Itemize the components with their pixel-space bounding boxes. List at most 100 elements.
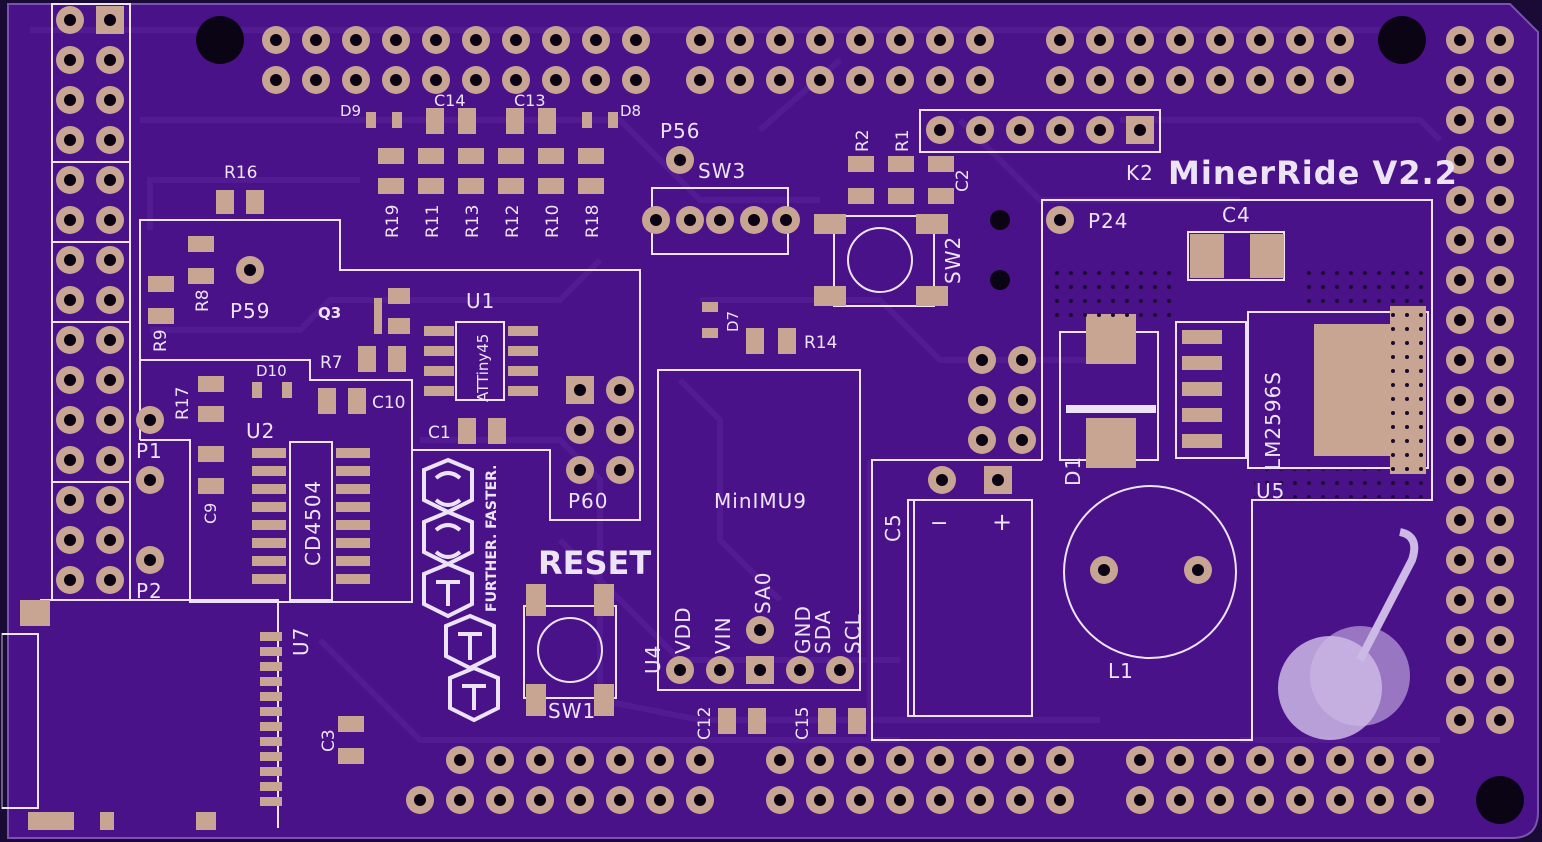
mounting-holes xyxy=(196,16,1524,824)
pad-drill-hole xyxy=(1414,754,1426,766)
pad-drill-hole xyxy=(510,34,522,46)
pad-drill-hole xyxy=(1134,74,1146,86)
pad-drill-hole xyxy=(654,794,666,806)
smd-pad xyxy=(246,190,264,214)
pad-drill-hole xyxy=(550,74,562,86)
pad-drill-hole xyxy=(1374,794,1386,806)
label-u5: U5 xyxy=(1256,479,1285,503)
label-c12: C12 xyxy=(695,706,715,740)
itrss-logo xyxy=(422,457,500,723)
via-field-left xyxy=(1046,270,1176,326)
pad-drill-hole xyxy=(974,794,986,806)
label-r8: R8 xyxy=(193,289,213,312)
smd-pad xyxy=(1314,324,1390,456)
smd-pad xyxy=(916,286,948,306)
pad-drill-hole xyxy=(1494,674,1506,686)
pad-drill-hole xyxy=(64,134,76,146)
pad-drill-hole xyxy=(894,754,906,766)
pad-drill-hole xyxy=(310,34,322,46)
pad-drill-hole xyxy=(244,264,256,276)
pad-drill-hole xyxy=(854,794,866,806)
pad-drill-hole xyxy=(1494,194,1506,206)
pad-drill-hole xyxy=(64,574,76,586)
pad-drill-hole xyxy=(894,74,906,86)
pad-drill-hole xyxy=(714,664,726,676)
pad-drill-hole xyxy=(64,334,76,346)
pad-drill-hole xyxy=(1414,794,1426,806)
pad-drill-hole xyxy=(614,384,626,396)
label-minimu: MinIMU9 xyxy=(714,489,807,513)
through-hole-pads xyxy=(56,6,1514,814)
label-vdd: VDD xyxy=(671,607,695,654)
pad-drill-hole xyxy=(1134,754,1146,766)
smd-pad xyxy=(28,812,74,830)
smd-pad xyxy=(338,716,364,732)
pad-drill-hole xyxy=(814,754,826,766)
via-field-top xyxy=(1300,270,1430,306)
pad-drill-hole xyxy=(534,754,546,766)
pad-drill-hole xyxy=(1214,74,1226,86)
label-r16: R16 xyxy=(224,163,257,183)
board-outline xyxy=(7,3,1539,839)
label-d9: D9 xyxy=(340,102,361,120)
pad-drill-hole xyxy=(1454,474,1466,486)
smd-pad xyxy=(1250,234,1284,278)
pad-drill-hole xyxy=(1334,754,1346,766)
pad-drill-hole xyxy=(894,34,906,46)
smd-pad xyxy=(252,520,286,530)
pad-drill-hole xyxy=(350,74,362,86)
pad-drill-hole xyxy=(1454,634,1466,646)
smd-pad xyxy=(458,178,484,194)
pad-drill-hole xyxy=(590,34,602,46)
pad-drill-hole xyxy=(654,754,666,766)
smd-pad xyxy=(252,574,286,584)
smd-pad xyxy=(378,178,404,194)
pad-drill-hole xyxy=(674,154,686,166)
smd-pad xyxy=(378,148,404,164)
label-r2: R2 xyxy=(853,129,873,152)
smd-pad xyxy=(488,418,506,444)
smd-pad xyxy=(198,478,224,494)
pad-drill-hole xyxy=(104,454,116,466)
smd-pad xyxy=(100,812,114,830)
pad-drill-hole xyxy=(1192,564,1204,576)
pad-drill-hole xyxy=(430,74,442,86)
smd-pad xyxy=(888,188,914,204)
label-sw2: SW2 xyxy=(941,236,965,284)
pad-drill-hole xyxy=(976,394,988,406)
pad-drill-hole xyxy=(1454,554,1466,566)
smd-pad xyxy=(426,108,444,134)
pad-drill-hole xyxy=(1134,34,1146,46)
pad-drill-hole xyxy=(1174,34,1186,46)
smd-pad xyxy=(746,328,764,354)
smd-pad xyxy=(508,346,538,356)
pad-drill-hole xyxy=(1494,434,1506,446)
smd-pad xyxy=(498,148,524,164)
smd-pad xyxy=(594,684,614,716)
pad-drill-hole xyxy=(64,254,76,266)
label-p1: P1 xyxy=(136,439,163,463)
smd-pad xyxy=(814,286,846,306)
smd-pad xyxy=(216,190,234,214)
pad-drill-hole xyxy=(774,794,786,806)
label-r14: R14 xyxy=(804,333,837,353)
pad-drill-hole xyxy=(270,74,282,86)
smd-pad xyxy=(458,148,484,164)
pad-drill-hole xyxy=(390,34,402,46)
pad-drill-hole xyxy=(104,334,116,346)
pad-drill-hole xyxy=(1494,594,1506,606)
smd-pad xyxy=(458,108,476,134)
pad-drill-hole xyxy=(1294,34,1306,46)
label-r13: R13 xyxy=(463,205,483,238)
smd-pad xyxy=(508,326,538,336)
pad-drill-hole xyxy=(1174,794,1186,806)
smd-pad xyxy=(1182,330,1222,344)
pad-drill-hole xyxy=(1294,794,1306,806)
pad-drill-hole xyxy=(1054,214,1066,226)
pad-drill-hole xyxy=(494,754,506,766)
pad-drill-hole xyxy=(1494,74,1506,86)
smd-pad xyxy=(848,188,874,204)
label-p60: P60 xyxy=(568,489,609,513)
label-cd: CD4504 xyxy=(301,480,325,566)
pad-drill-hole xyxy=(1494,394,1506,406)
